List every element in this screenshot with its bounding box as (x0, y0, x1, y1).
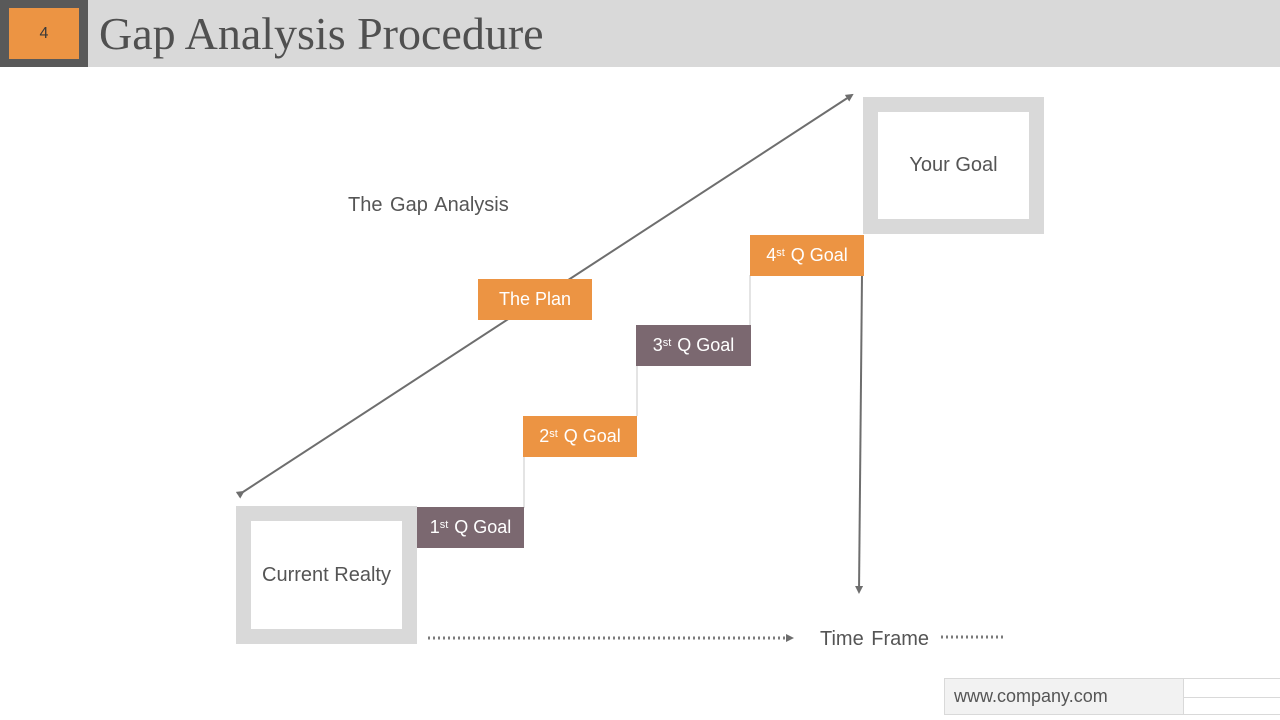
step-1-num: 1 (429, 517, 440, 537)
header-bar: 4 Gap Analysis Procedure (0, 0, 1280, 67)
time-frame-label: Time Frame (820, 628, 930, 650)
slide-number-container: 4 (0, 0, 88, 67)
your-goal-frame: Your Goal (863, 97, 1044, 234)
your-goal-box: Your Goal (878, 112, 1029, 219)
footer-decoration-line (1184, 697, 1280, 698)
step-4-num: 4 (766, 245, 777, 265)
step-4-text: Q Goal (785, 245, 848, 265)
step-2-num: 2 (539, 426, 550, 446)
your-goal-label: Your Goal (909, 154, 998, 176)
plan-label: The Plan (498, 289, 572, 309)
footer-decoration (1184, 678, 1280, 715)
gap-analysis-label: The Gap Analysis (348, 194, 509, 216)
vertical-arrow (855, 274, 864, 594)
step-2-text: Q Goal (558, 426, 621, 446)
page-title: Gap Analysis Procedure (99, 8, 544, 59)
current-realty-box: Current Realty (251, 521, 402, 629)
step-1-sup: st (439, 519, 449, 531)
slide-number: 4 (9, 8, 79, 59)
step-3-num: 3 (652, 335, 663, 355)
step-2-sup: st (549, 428, 558, 440)
current-realty-frame: Current Realty (236, 506, 417, 644)
step-3-text: Q Goal (672, 335, 735, 355)
step-4-sup: st (776, 247, 785, 259)
current-realty-label: Current Realty (262, 563, 391, 586)
footer-website: www.company.com (944, 678, 1184, 715)
plan-box: The Plan (478, 279, 592, 320)
step-3-sup: st (662, 337, 672, 349)
step-1-text: Q Goal (449, 517, 512, 537)
website-text: www.company.com (954, 686, 1108, 706)
